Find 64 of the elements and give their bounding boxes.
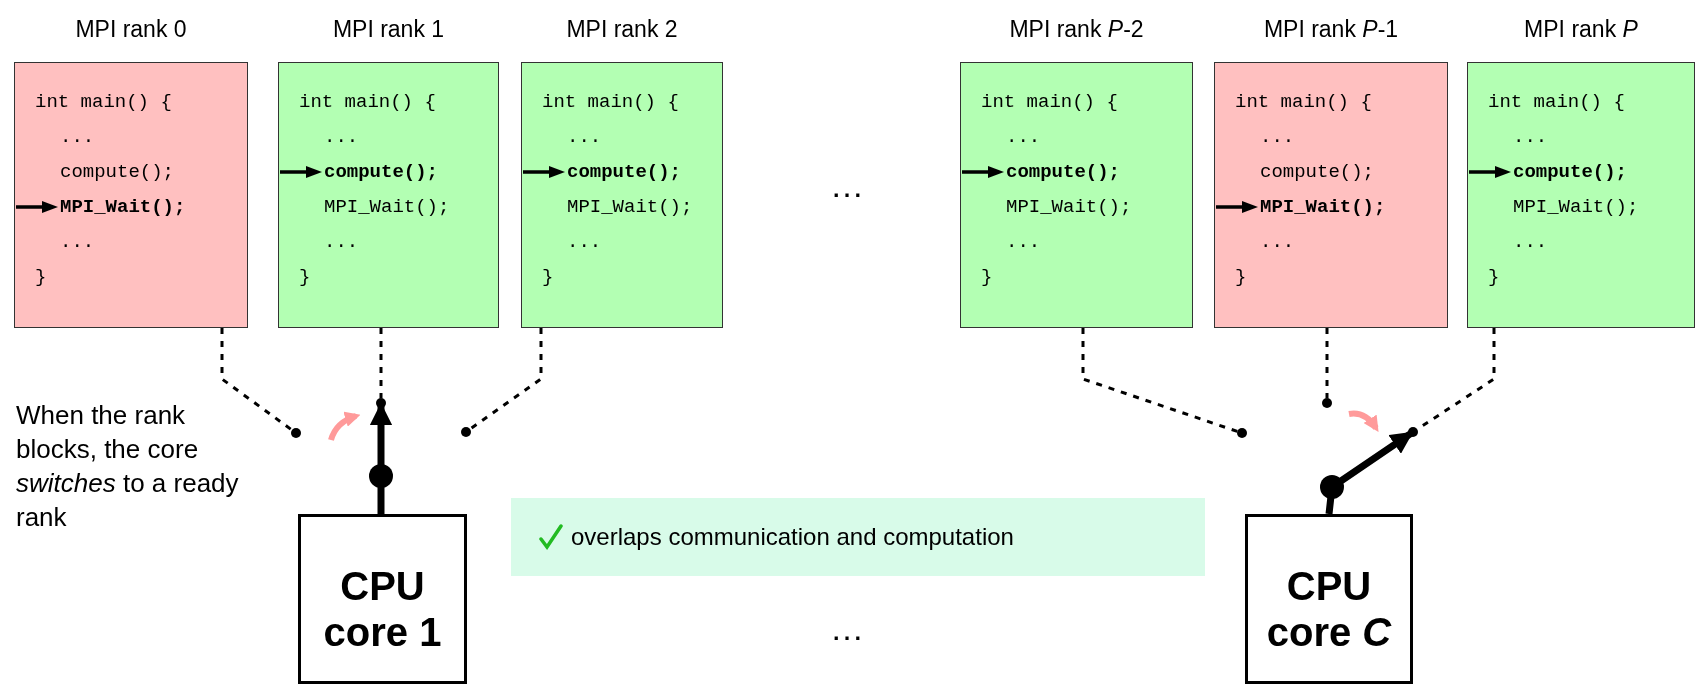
code-line: compute(); <box>1006 155 1121 190</box>
ellipsis: … <box>830 165 864 205</box>
switch-contact <box>291 428 301 438</box>
ellipsis: … <box>830 608 864 648</box>
dashed-connector <box>379 328 383 398</box>
code-line: MPI_Wait(); <box>567 195 693 220</box>
switch-contact <box>376 398 386 408</box>
dashed-connector <box>220 328 293 432</box>
code-line: ... <box>60 125 95 150</box>
dashed-connector <box>1325 328 1329 398</box>
cpu-core-box <box>1245 514 1413 684</box>
rank-title: MPI rank 2 <box>566 16 678 43</box>
switch-direction-arrow <box>1348 410 1379 432</box>
code-line: } <box>1235 265 1247 290</box>
dashed-connector <box>469 328 543 431</box>
code-line: } <box>981 265 993 290</box>
rank-title: MPI rank P-1 <box>1263 16 1399 43</box>
cpu-core-box <box>298 514 467 684</box>
code-line: MPI_Wait(); <box>1006 195 1132 220</box>
code-line: ... <box>567 125 602 150</box>
code-line: compute(); <box>1513 155 1628 190</box>
rank-title: MPI rank 0 <box>75 16 187 43</box>
code-line: ... <box>1006 230 1041 255</box>
code-line: ... <box>1006 125 1041 150</box>
rank-title: MPI rank 1 <box>332 16 445 43</box>
code-line: compute(); <box>1260 160 1375 185</box>
switch-contact <box>1408 427 1418 437</box>
dashed-connector <box>1081 328 1238 433</box>
switch-contact <box>461 427 471 437</box>
code-line: int main() { <box>981 90 1118 115</box>
annotation-text: When the rank blocks, the core switches to a ready rank <box>16 399 240 534</box>
code-line: ... <box>567 230 602 255</box>
code-line: int main() { <box>35 90 172 115</box>
code-line: ... <box>1513 125 1548 150</box>
switch-contact <box>1322 398 1332 408</box>
core-label: CPU core C <box>1265 563 1393 655</box>
code-line: ... <box>60 230 95 255</box>
code-line: MPI_Wait(); <box>324 195 450 220</box>
note-text: overlaps communication and computation <box>571 523 1014 551</box>
code-line: ... <box>1513 230 1548 255</box>
core-label: CPU core 1 <box>322 563 443 655</box>
code-line: } <box>299 265 311 290</box>
code-line: ... <box>324 125 359 150</box>
code-line: MPI_Wait(); <box>60 190 186 225</box>
code-line: ... <box>1260 230 1295 255</box>
code-line: compute(); <box>324 155 439 190</box>
switch-contact <box>1237 428 1247 438</box>
code-line: ... <box>324 230 359 255</box>
code-line: ... <box>1260 125 1295 150</box>
code-line: MPI_Wait(); <box>1513 195 1639 220</box>
code-line: compute(); <box>60 160 175 185</box>
code-line: int main() { <box>1235 90 1372 115</box>
code-line: } <box>1488 265 1500 290</box>
code-line: } <box>542 265 554 290</box>
rank-title: MPI rank P-2 <box>1009 16 1144 43</box>
code-line: int main() { <box>1488 90 1625 115</box>
code-line: MPI_Wait(); <box>1260 190 1386 225</box>
switch-direction-arrow <box>328 412 361 441</box>
rank-title: MPI rank P <box>1524 16 1638 43</box>
code-line: } <box>35 265 47 290</box>
code-line: int main() { <box>542 90 679 115</box>
code-line: compute(); <box>567 155 682 190</box>
note-band <box>511 498 1205 576</box>
code-line: int main() { <box>299 90 436 115</box>
